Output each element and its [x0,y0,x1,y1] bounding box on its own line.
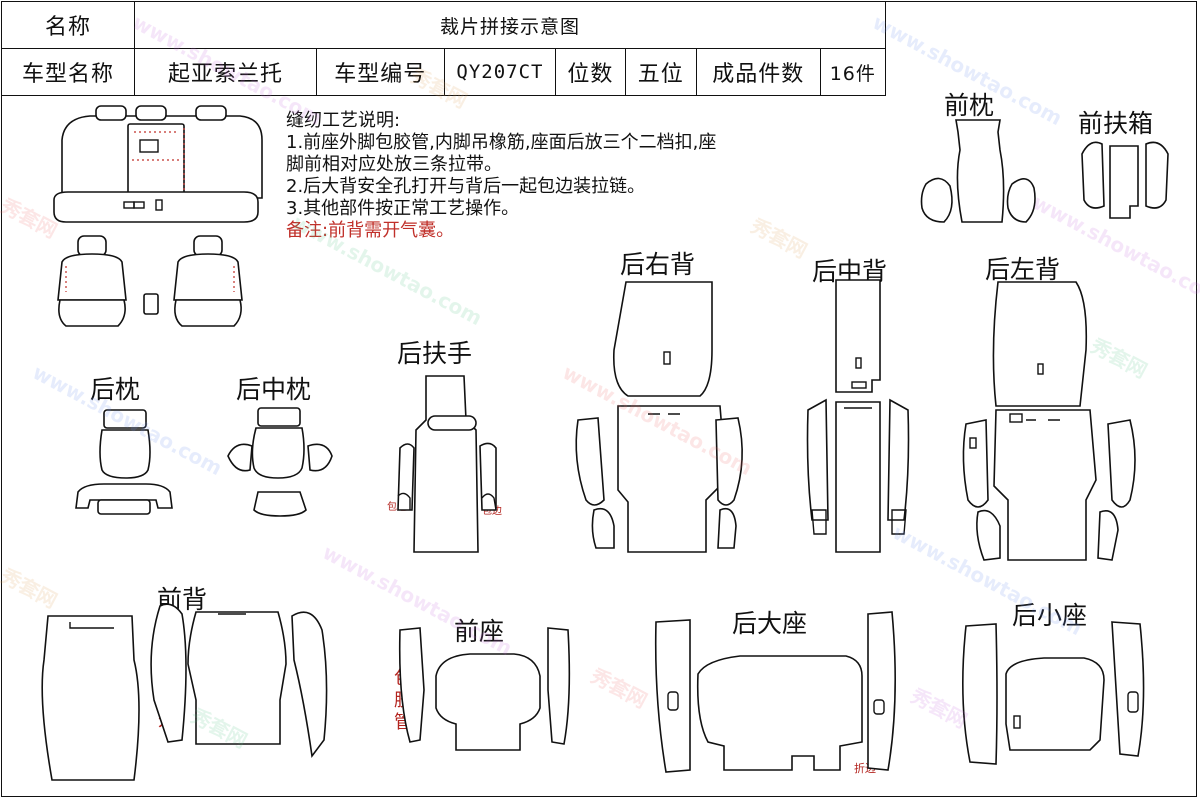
rear-armrest-pieces [397,375,497,553]
seats-label: 位数 [555,48,626,96]
notes-title: 缝纫工艺说明: [286,110,401,131]
rear-big-seat-pieces [654,611,896,773]
label-rear-middle-headrest: 后中枕 [236,375,312,404]
front-back-pieces [41,603,328,781]
rear-headrest-pieces [75,409,173,515]
model-no-value: QY207CT [443,48,557,96]
notes-line-3: 3.其他部件按正常工艺操作。 [286,198,520,219]
label-rear-big-seat: 后大座 [732,609,808,638]
notes-remark: 备注:前背需开气囊。 [286,220,455,241]
label-rear-left-back: 后左背 [985,255,1061,284]
front-armbox-pieces [1081,141,1169,219]
model-no-label: 车型编号 [315,48,445,96]
rear-middle-headrest-pieces [227,407,333,517]
pieces-label: 成品件数 [695,48,821,96]
label-rear-armrest: 后扶手 [397,339,473,368]
rear-bench-illustration [53,105,263,223]
notes-line-2: 2.后大背安全孔打开与背后一起包边装拉链。 [286,176,646,197]
label-rear-small-seat: 后小座 [1012,601,1088,630]
model-name-label: 车型名称 [1,48,135,96]
rear-right-back-pieces [575,281,743,553]
rear-middle-back-pieces [806,279,910,553]
label-front-seat: 前座 [454,617,505,646]
label-front-headrest: 前枕 [944,91,995,120]
model-name-value: 起亚索兰托 [134,48,317,96]
name-value: 裁片拼接示意图 [134,1,886,49]
seats-value: 五位 [624,48,697,96]
sewing-notes: 缝纫工艺说明: 1.前座外脚包胶管,内脚吊橡筋,座面后放三个二档扣,座 脚前相对… [286,110,886,242]
front-headrest-pieces [920,119,1036,223]
binding-mark-left: 包边 [387,502,407,513]
notes-line-1a: 1.前座外脚包胶管,内脚吊橡筋,座面后放三个二档扣,座 [286,132,717,153]
rear-left-back-pieces [962,281,1136,561]
label-front-armbox: 前扶箱 [1078,109,1154,138]
label-rear-right-back: 后右背 [620,250,696,279]
binding-mark-right: 包边 [482,506,502,517]
header-table: 名称 裁片拼接示意图 车型名称 起亚索兰托 车型编号 QY207CT 位数 五位… [1,1,887,96]
front-seats-illustration [57,235,243,327]
notes-line-1b: 脚前相对应处放三条拉带。 [286,154,502,175]
pieces-value: 16件 [819,48,887,96]
front-seat-pieces [398,627,571,751]
rear-small-seat-pieces [962,621,1145,765]
label-rear-headrest: 后枕 [90,375,141,404]
